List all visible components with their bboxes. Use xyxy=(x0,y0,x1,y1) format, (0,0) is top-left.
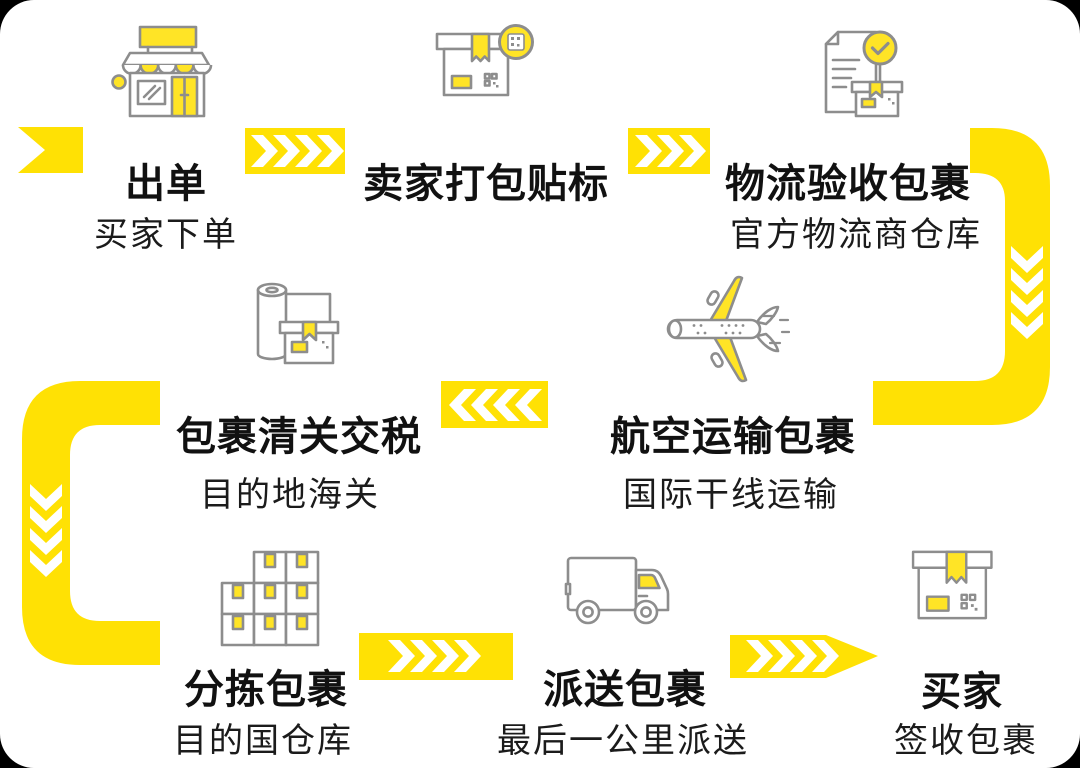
stage-title: 物流验收包裹 xyxy=(725,162,971,207)
received-package-icon xyxy=(911,550,993,620)
storefront-icon xyxy=(111,25,213,118)
stage-subtitle: 目的国仓库 xyxy=(173,722,353,760)
arrow-order-to-packing xyxy=(245,128,345,174)
stage-subtitle: 官方物流商仓库 xyxy=(730,216,982,254)
arrow-delivery-to-buyer xyxy=(730,635,878,678)
stage-subtitle: 最后一公里派送 xyxy=(497,722,749,760)
stage-title: 卖家打包贴标 xyxy=(363,162,609,207)
connector-right-downturn xyxy=(873,128,1050,425)
arrow-sorting-to-delivery xyxy=(359,633,513,680)
inspection-document-icon xyxy=(824,30,904,118)
stage-title: 分拣包裹 xyxy=(184,668,348,713)
stage-subtitle: 国际干线运输 xyxy=(623,476,839,514)
stage-title: 包裹清关交税 xyxy=(176,415,422,460)
airplane-icon xyxy=(666,275,790,383)
stage-title: 买家 xyxy=(921,670,1003,715)
stage-subtitle: 买家下单 xyxy=(94,216,238,254)
arrow-airfreight-to-customs xyxy=(441,381,548,428)
customs-parcel-icon xyxy=(256,282,340,365)
connector-left-downturn xyxy=(22,381,160,665)
arrow-packing-to-receiving xyxy=(628,128,710,174)
stage-subtitle: 目的地海关 xyxy=(200,476,380,514)
stacked-boxes-icon xyxy=(220,550,320,647)
flow-start-marker xyxy=(18,127,83,173)
stage-title: 派送包裹 xyxy=(543,668,707,713)
stage-subtitle: 签收包裹 xyxy=(894,722,1038,760)
stage-title: 出单 xyxy=(125,162,207,207)
labeled-package-icon xyxy=(435,24,534,97)
stage-title: 航空运输包裹 xyxy=(610,415,856,460)
delivery-van-icon xyxy=(564,556,670,625)
